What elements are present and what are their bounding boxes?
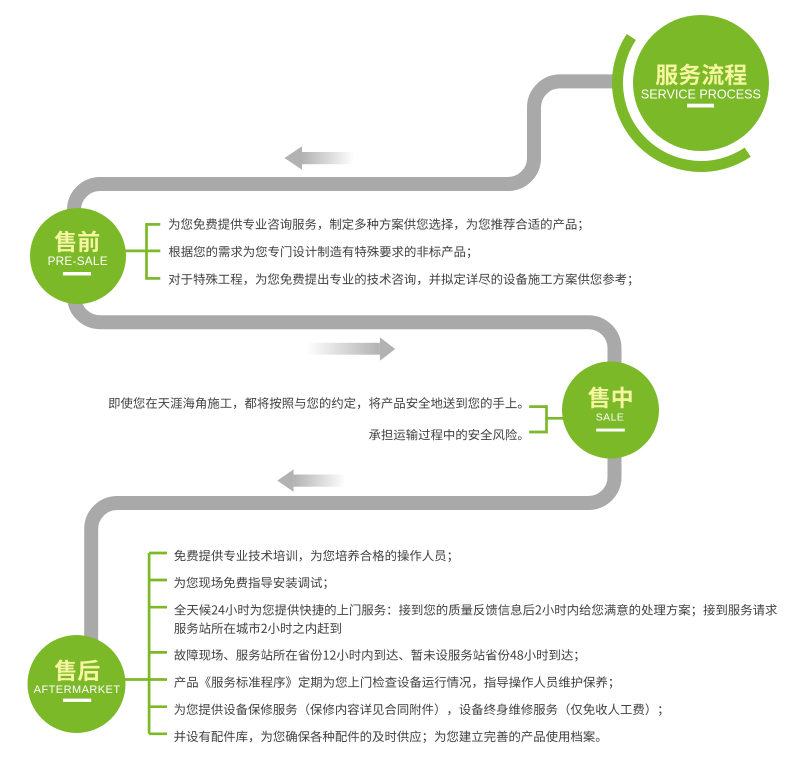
- svg-text:SERVICE PROCESS: SERVICE PROCESS: [641, 88, 761, 102]
- svg-text:AFTERMARKET: AFTERMARKET: [34, 684, 121, 696]
- svg-text:PRE-SALE: PRE-SALE: [48, 255, 108, 268]
- svg-text:SALE: SALE: [596, 412, 624, 424]
